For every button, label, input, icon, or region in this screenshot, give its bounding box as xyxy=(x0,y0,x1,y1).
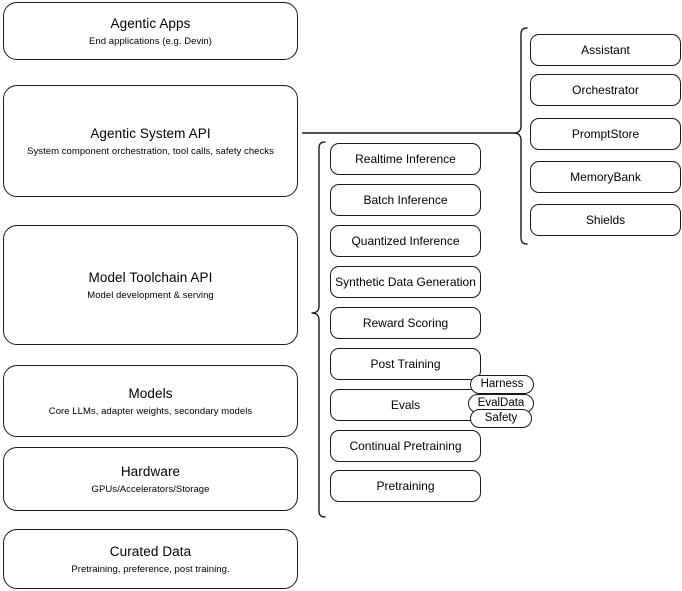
component-assistant[interactable]: Assistant xyxy=(530,34,681,66)
component-shields[interactable]: Shields xyxy=(530,204,681,236)
component-label: Batch Inference xyxy=(363,192,448,207)
layer-title: Agentic Apps xyxy=(110,15,191,31)
layer-agentic-apps[interactable]: Agentic Apps End applications (e.g. Devi… xyxy=(3,2,298,60)
layer-title: Curated Data xyxy=(109,543,192,559)
layer-subtitle: GPUs/Accelerators/Storage xyxy=(91,483,210,495)
component-memorybank[interactable]: MemoryBank xyxy=(530,161,681,193)
component-reward-scoring[interactable]: Reward Scoring xyxy=(330,307,481,339)
component-quantized-inference[interactable]: Quantized Inference xyxy=(330,225,481,257)
component-label: Continual Pretraining xyxy=(349,438,462,453)
component-pretraining[interactable]: Pretraining xyxy=(330,470,481,502)
layer-curated-data[interactable]: Curated Data Pretraining, preference, po… xyxy=(3,529,298,589)
component-label: Post Training xyxy=(370,356,441,371)
component-label: Shields xyxy=(585,212,626,227)
layer-subtitle: End applications (e.g. Devin) xyxy=(89,35,212,47)
component-label: Assistant xyxy=(581,42,630,57)
evals-pill-label: Harness xyxy=(480,378,524,390)
component-label: PromptStore xyxy=(571,126,640,141)
layer-subtitle: System component orchestration, tool cal… xyxy=(27,145,274,157)
layer-hardware[interactable]: Hardware GPUs/Accelerators/Storage xyxy=(3,447,298,511)
evals-pill-label: Safety xyxy=(484,412,518,424)
evals-pill-harness[interactable]: Harness xyxy=(470,375,534,394)
layer-models[interactable]: Models Core LLMs, adapter weights, secon… xyxy=(3,365,298,437)
component-orchestrator[interactable]: Orchestrator xyxy=(530,74,681,106)
layer-title: Models xyxy=(128,385,173,401)
component-synthetic-data-generation[interactable]: Synthetic Data Generation xyxy=(330,266,481,298)
evals-pill-safety[interactable]: Safety xyxy=(470,409,532,428)
component-label: MemoryBank xyxy=(570,169,641,184)
component-evals[interactable]: Evals xyxy=(330,389,481,421)
brace-middle-group xyxy=(311,141,326,518)
evals-pill-label: EvalData xyxy=(477,397,525,409)
brace-right-group xyxy=(513,27,528,245)
component-promptstore[interactable]: PromptStore xyxy=(530,118,681,150)
component-label: Pretraining xyxy=(376,478,435,493)
layer-agentic-system-api[interactable]: Agentic System API System component orch… xyxy=(3,85,298,197)
component-label: Evals xyxy=(390,397,421,412)
layer-title: Hardware xyxy=(120,463,181,479)
component-label: Quantized Inference xyxy=(351,233,460,248)
component-label: Synthetic Data Generation xyxy=(335,274,476,289)
layer-subtitle: Core LLMs, adapter weights, secondary mo… xyxy=(48,405,253,417)
component-label: Realtime Inference xyxy=(355,151,456,166)
component-continual-pretraining[interactable]: Continual Pretraining xyxy=(330,430,481,462)
component-batch-inference[interactable]: Batch Inference xyxy=(330,184,481,216)
component-label: Reward Scoring xyxy=(362,315,449,330)
layer-model-toolchain-api[interactable]: Model Toolchain API Model development & … xyxy=(3,225,298,345)
component-label: Orchestrator xyxy=(572,82,639,97)
layer-subtitle: Pretraining, preference, post training. xyxy=(71,563,230,575)
component-realtime-inference[interactable]: Realtime Inference xyxy=(330,143,481,175)
layer-subtitle: Model development & serving xyxy=(87,289,214,301)
layer-title: Agentic System API xyxy=(90,125,211,141)
layer-title: Model Toolchain API xyxy=(88,269,213,285)
component-post-training[interactable]: Post Training xyxy=(330,348,481,380)
